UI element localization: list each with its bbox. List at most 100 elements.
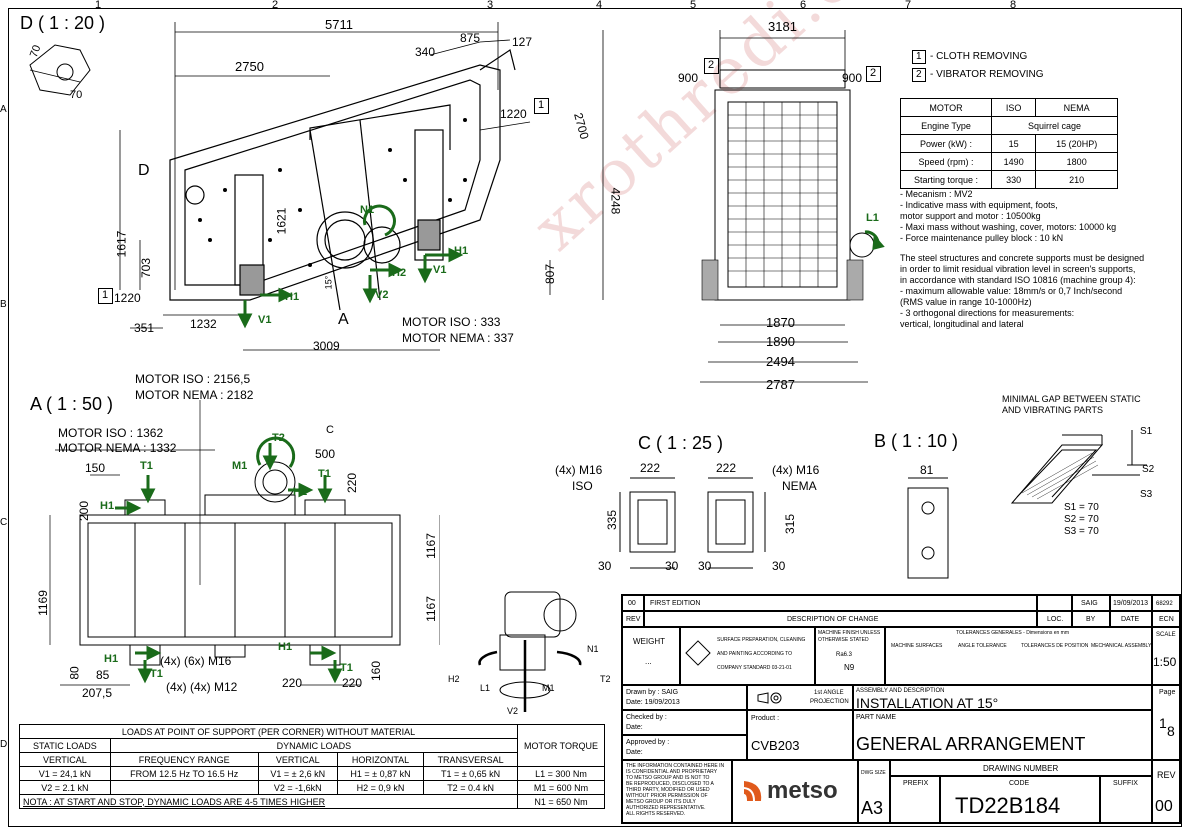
grid-side-b: B bbox=[0, 299, 7, 310]
legend-box-2: 2 bbox=[912, 68, 926, 82]
gap-s3-label: S3 bbox=[1140, 489, 1153, 500]
force-t1-a: T1 bbox=[140, 460, 153, 472]
tb-rev-ecn: 68292 bbox=[1152, 595, 1180, 611]
loads-title: LOADS AT POINT OF SUPPORT (PER CORNER) W… bbox=[19, 724, 518, 739]
view-c-nema-line1: (4x) M16 bbox=[772, 463, 820, 477]
view-c: C ( 1 : 25 ) (4x) M16 ISO (4x) M16 NEMA … bbox=[550, 430, 819, 580]
tb-prefix: PREFIX bbox=[890, 776, 940, 823]
callout-box-1-top: 1 bbox=[534, 98, 549, 114]
callout-box-2-left: 2 bbox=[704, 58, 719, 74]
force-h1-va-b: H1 bbox=[293, 486, 308, 498]
metso-logo-icon bbox=[741, 777, 765, 805]
tb-code: CODE TD22B184 bbox=[940, 776, 1100, 823]
loads-row-1: V1 = 24,1 kN FROM 12.5 Hz TO 16.5 Hz V1 … bbox=[19, 766, 605, 781]
tb-checked: Checked by : Date: bbox=[622, 710, 747, 735]
tb-tolerances: TOLERANCES GENERALES - Dimensions en mm … bbox=[885, 627, 1152, 685]
dim-500: 500 bbox=[315, 447, 336, 461]
tb-page: Page 1 8 bbox=[1152, 685, 1180, 760]
tb-hdr-desc: DESCRIPTION OF CHANGE bbox=[644, 611, 1037, 627]
red-note-2: in order to limit residual vibration lev… bbox=[900, 264, 1136, 274]
grid-top-4: 4 bbox=[596, 0, 603, 11]
loads-table: LOADS AT POINT OF SUPPORT (PER CORNER) W… bbox=[19, 724, 605, 809]
loads-note: NOTA : AT START AND STOP, DYNAMIC LOADS … bbox=[19, 794, 518, 809]
dim-30-a: 30 bbox=[598, 559, 612, 573]
force-t1-b: T1 bbox=[318, 468, 331, 480]
tb-product: Product : CVB203 bbox=[747, 710, 853, 760]
grid-side-a: A bbox=[0, 104, 7, 115]
dim-80: 80 bbox=[67, 666, 82, 680]
grid-top-3: 3 bbox=[487, 0, 494, 11]
dim-3009: 3009 bbox=[313, 339, 340, 353]
gap-s1-value: S1 = 70 bbox=[1064, 502, 1099, 513]
view-c-iso-line2: ISO bbox=[572, 479, 593, 493]
dim-2750: 2750 bbox=[235, 59, 264, 74]
grid-top-2: 2 bbox=[272, 0, 279, 11]
grid-top-6: 6 bbox=[800, 0, 807, 11]
dim-3181: 3181 bbox=[768, 19, 797, 34]
loads-dynamic-header: DYNAMIC LOADS bbox=[109, 738, 519, 753]
view-a-motor-iso-mid: MOTOR ISO : 1362 bbox=[58, 426, 164, 440]
view-a-title: A ( 1 : 50 ) bbox=[30, 394, 114, 414]
tb-part: PART NAME GENERAL ARRANGEMENT bbox=[853, 710, 1152, 760]
motor-th-iso: ISO bbox=[990, 98, 1037, 117]
angle-15: 15° bbox=[323, 275, 334, 290]
grid-top-8: 8 bbox=[1010, 0, 1017, 11]
dim-30-b: 30 bbox=[665, 559, 679, 573]
dim-30-d: 30 bbox=[772, 559, 786, 573]
loads-row-2: V2 = 2.1 kN V2 = -1,6kN H2 = 0,9 kN T2 =… bbox=[19, 780, 605, 795]
tb-rev-desc: FIRST EDITION bbox=[644, 595, 1037, 611]
end-view: 3181 900 2 900 2 L1 1870 1890 2494 2787 bbox=[678, 10, 900, 400]
dim-900-left: 900 bbox=[678, 71, 699, 85]
tb-approved: Approved by : Date: bbox=[622, 735, 747, 760]
force-h1-b: H1 bbox=[454, 245, 469, 257]
gap-s1-label: S1 bbox=[1140, 426, 1153, 437]
legend-box-1: 1 bbox=[912, 50, 926, 64]
red-note-5: (RMS value in range 10-1000Hz) bbox=[900, 297, 1032, 307]
dim-220-mid: 220 bbox=[282, 676, 303, 690]
dim-1167-bottom: 1167 bbox=[423, 596, 438, 622]
force-h2: H2 bbox=[392, 267, 407, 279]
force-t1-d: T1 bbox=[340, 662, 353, 674]
loads-sub-row: VERTICAL FREQUENCY RANGE VERTICAL HORIZO… bbox=[19, 752, 605, 767]
dim-1167-top: 1167 bbox=[423, 533, 438, 559]
note-line-1: - Mecanism : MV2 bbox=[900, 189, 973, 199]
dim-127: 127 bbox=[512, 35, 533, 49]
force-v1-a: V1 bbox=[258, 314, 272, 326]
tb-confidential: THE INFORMATION CONTAINED HERE IN IS CON… bbox=[622, 760, 732, 823]
tb-hdr-date: DATE bbox=[1110, 611, 1152, 627]
projection-symbol-icon bbox=[756, 691, 784, 705]
dim-4248: 4248 bbox=[608, 187, 623, 215]
side-view-drawing bbox=[29, 22, 604, 351]
motor-row-torque: Starting torque : 330 210 bbox=[900, 170, 1118, 189]
motor-row-engine: Engine Type Squirrel cage bbox=[900, 116, 1118, 135]
dim-160: 160 bbox=[369, 660, 384, 682]
tb-drawing-number: DRAWING NUMBER bbox=[890, 760, 1152, 776]
tb-rev-by: SAIG bbox=[1072, 595, 1110, 611]
tb-surface: SURFACE PREPARATION, CLEANING AND PAINTI… bbox=[680, 627, 815, 685]
grid-side-d: D bbox=[0, 739, 8, 750]
dim-1232: 1232 bbox=[190, 317, 217, 331]
force-l1-end: L1 bbox=[866, 212, 879, 224]
grid-side-c: C bbox=[0, 517, 8, 528]
iso-v2: V2 bbox=[507, 706, 519, 716]
tb-hdr-loc: LOC. bbox=[1037, 611, 1072, 627]
force-h1-va-d: H1 bbox=[278, 641, 293, 653]
dim-5711: 5711 bbox=[325, 17, 353, 32]
legend: 1 - CLOTH REMOVING 2 - VIBRATOR REMOVING bbox=[912, 48, 1112, 84]
red-note-7: vertical, longitudinal and lateral bbox=[900, 319, 1024, 329]
dim-222-b: 222 bbox=[716, 461, 737, 475]
iso-t2: T2 bbox=[600, 674, 611, 684]
label-a: A bbox=[338, 311, 349, 328]
gap-title-1: MINIMAL GAP BETWEEN STATIC bbox=[1002, 394, 1141, 404]
view-a-motor-nema-mid: MOTOR NEMA : 1332 bbox=[58, 441, 177, 455]
loads-title-row: LOADS AT POINT OF SUPPORT (PER CORNER) W… bbox=[19, 724, 605, 767]
dim-207-5: 207,5 bbox=[82, 686, 113, 700]
view-c-nema-line2: NEMA bbox=[782, 479, 817, 493]
view-b: B ( 1 : 10 ) 81 bbox=[870, 428, 990, 588]
note-line-5: - Force maintenance pulley block : 10 kN bbox=[900, 233, 1064, 243]
dim-81: 81 bbox=[920, 463, 934, 477]
side-view: D ( 1 : 20 ) 5711 2750 340 875 127 1220 … bbox=[10, 10, 622, 390]
tb-projection: 1st ANGLE PROJECTION bbox=[747, 685, 853, 710]
dim-1220: 1220 bbox=[500, 107, 527, 121]
dim-315: 315 bbox=[783, 513, 798, 535]
